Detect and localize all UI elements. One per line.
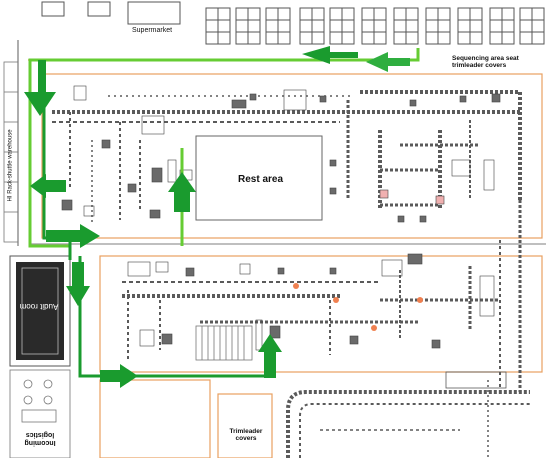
flow-arrow-right-2 — [100, 364, 138, 388]
flow-arrow-down-2 — [66, 262, 90, 306]
warehouse-column — [3, 61, 19, 243]
top-storage-racks — [41, 1, 545, 45]
upper-machines — [61, 85, 501, 223]
work-cell-hatched — [195, 325, 253, 361]
incoming-logistics-block — [9, 369, 71, 458]
supermarket-label: Supermarket — [132, 27, 173, 34]
warehouse-label: HI Rack-shuttle warehouse — [7, 129, 14, 202]
flow-arrow-left-3 — [30, 174, 66, 198]
flow-arrow-right-1 — [46, 224, 100, 248]
lower-conveyor-lines — [122, 266, 500, 360]
flow-arrow-down-1 — [24, 60, 56, 116]
flow-arrow-up-1 — [168, 172, 196, 212]
rest-area-label: Rest area — [238, 174, 284, 185]
rest-area-box — [195, 135, 323, 221]
flow-arrow-up-2 — [258, 334, 282, 378]
sequencing-area-label: Sequencing area seat trimleader covers — [452, 55, 519, 70]
lower-machines — [127, 253, 495, 351]
audit-room-block — [9, 255, 71, 367]
bottom-conveyor-curves — [286, 200, 530, 458]
trimleader-covers-label: Trimleader covers — [229, 428, 263, 443]
upper-conveyor-lines — [52, 90, 522, 225]
audit-room-label: Audit room — [19, 302, 59, 312]
flow-arrow-left-1 — [302, 46, 358, 64]
flow-arrow-left-2 — [366, 52, 410, 72]
incoming-logistics-label: Incoming logistics — [24, 431, 56, 447]
